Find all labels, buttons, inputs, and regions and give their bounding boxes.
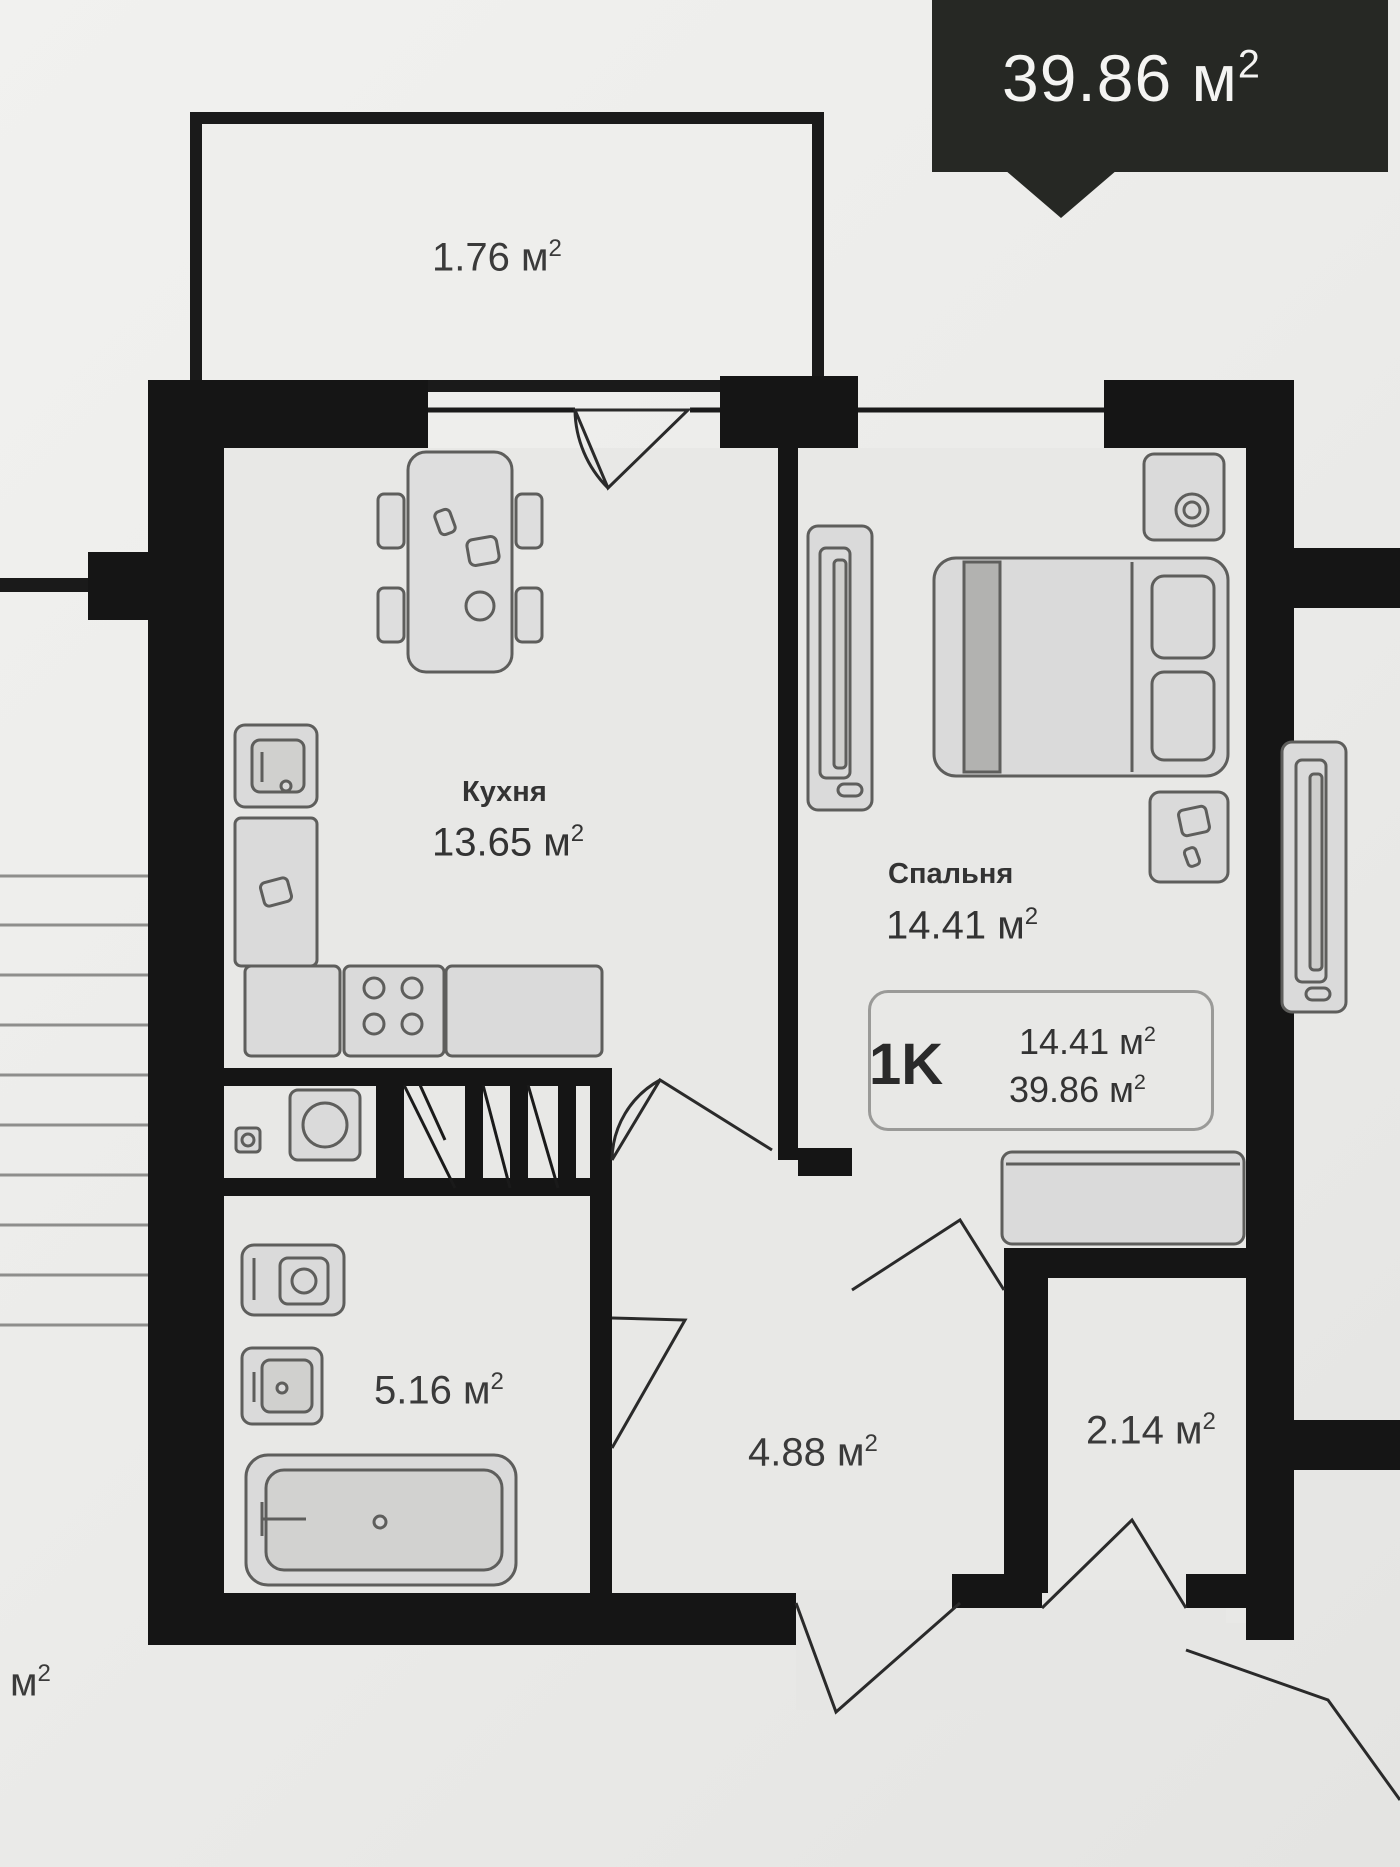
interior-walls [218,440,1256,1608]
kitchen-name: Кухня [462,776,547,808]
neighbor-wardrobe [1280,740,1348,1014]
unit-total-area: 39.86 м2 [1009,1069,1146,1110]
bedroom-name: Спальня [888,858,1014,890]
neighbor-area: м2 [10,1660,51,1705]
hallway-area: 4.88 м2 [748,1430,878,1475]
bedroom-area: 14.41 м2 [886,903,1039,948]
storage-area: 2.14 м2 [1086,1408,1216,1453]
doors [572,408,1400,1801]
dining-table [376,450,544,674]
total-area-label: 39.86 м2 [1002,41,1261,115]
neighbor-wall-left-block [88,552,158,620]
bedroom-furniture [806,452,1246,1246]
balcony [190,112,824,392]
total-area-badge: 39.86 м2 [932,0,1388,172]
neighbor-wall-left [0,578,92,592]
shaft-hatch [402,1084,560,1189]
bathroom-fixtures [240,1243,518,1587]
unit-code: 1K [869,1032,944,1097]
bathroom-area: 5.16 м2 [374,1368,504,1413]
balcony-area: 1.76 м2 [432,235,562,280]
unit-living-area: 14.41 м2 [1019,1021,1156,1062]
badge-pointer [1005,170,1117,218]
entry-floor [796,1590,1226,1710]
kitchen-counter [233,723,604,1162]
kitchen-area: 13.65 м2 [432,820,585,865]
unit-info-badge: 1K 14.41 м2 39.86 м2 [868,990,1214,1131]
